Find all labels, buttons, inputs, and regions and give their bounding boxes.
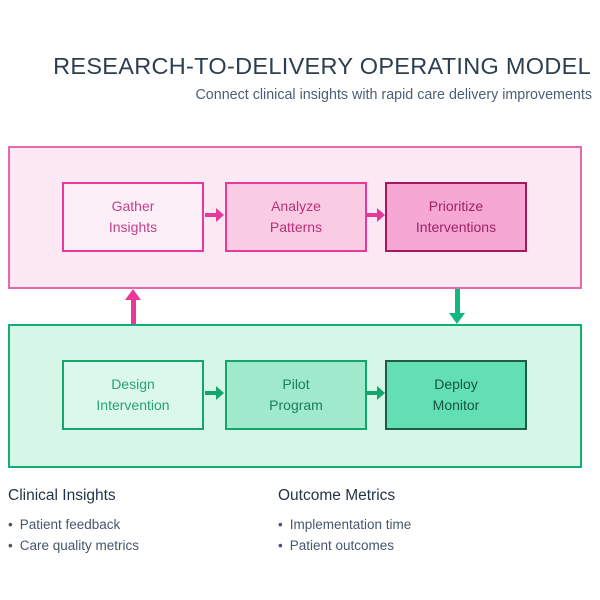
arrow-shaft — [205, 213, 216, 217]
arrow-up-icon — [125, 289, 141, 324]
legend-clinical-insights: Clinical Insights Patient feedback Care … — [8, 487, 139, 556]
step-pilot-program: Pilot Program — [225, 360, 367, 430]
page-subtitle: Connect clinical insights with rapid car… — [195, 87, 592, 103]
arrow-shaft — [454, 289, 460, 315]
step-label: Pilot Program — [269, 376, 323, 413]
legend-outcome-metrics: Outcome Metrics Implementation time Pati… — [278, 487, 411, 556]
arrow-right-icon — [205, 208, 224, 222]
arrow-head — [125, 289, 141, 300]
research-band: Gather Insights Analyze Patterns Priorit… — [8, 146, 582, 289]
arrow-head — [216, 208, 224, 222]
arrow-down-icon — [449, 289, 465, 324]
arrow-head — [377, 208, 385, 222]
arrow-shaft — [130, 298, 136, 324]
delivery-band: Design Intervention Pilot Program Deploy… — [8, 324, 582, 468]
step-label: Prioritize Interventions — [415, 198, 497, 235]
legend-item: Patient outcomes — [278, 535, 411, 556]
arrow-right-icon — [205, 386, 224, 400]
arrow-shaft — [366, 391, 377, 395]
arrow-head — [377, 386, 385, 400]
page-title: RESEARCH-TO-DELIVERY OPERATING MODEL — [53, 53, 591, 79]
step-label: Gather Insights — [108, 198, 158, 235]
arrow-shaft — [366, 213, 377, 217]
step-label: Design Intervention — [96, 376, 170, 413]
arrow-head — [449, 313, 465, 324]
legend-item: Care quality metrics — [8, 535, 139, 556]
legend-item: Implementation time — [278, 514, 412, 535]
step-label: Analyze Patterns — [269, 198, 323, 235]
legend-heading: Outcome Metrics — [278, 487, 396, 504]
legend-list: Implementation time Patient outcomes — [278, 514, 412, 556]
legend-item: Patient feedback — [8, 514, 139, 535]
step-analyze-patterns: Analyze Patterns — [225, 182, 367, 252]
legend-heading: Clinical Insights — [8, 487, 116, 504]
arrow-right-icon — [366, 208, 385, 222]
legend-list: Patient feedback Care quality metrics — [8, 514, 139, 556]
step-label: Deploy Monitor — [432, 376, 480, 413]
step-gather-insights: Gather Insights — [62, 182, 204, 252]
step-design-intervention: Design Intervention — [62, 360, 204, 430]
arrow-shaft — [205, 391, 216, 395]
step-prioritize-interventions: Prioritize Interventions — [385, 182, 527, 252]
arrow-head — [216, 386, 224, 400]
arrow-right-icon — [366, 386, 385, 400]
step-deploy-monitor: Deploy Monitor — [385, 360, 527, 430]
